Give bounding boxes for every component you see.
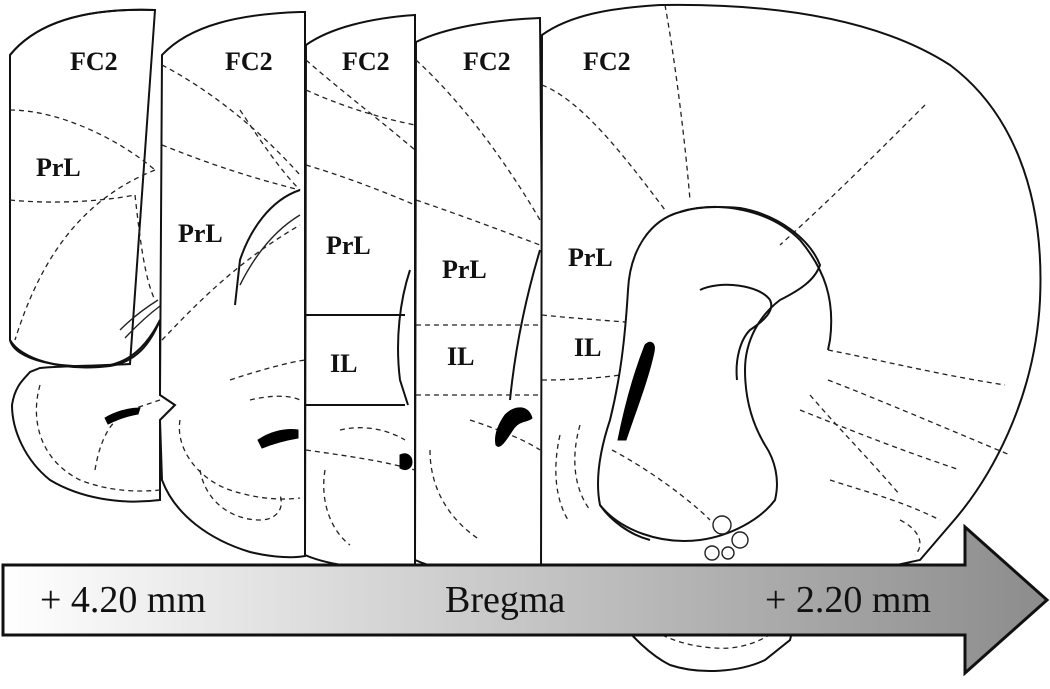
section-3-ventricle	[399, 453, 413, 471]
bregma-arrow: + 4.20 mm Bregma + 2.20 mm	[1, 523, 1050, 677]
section-4	[413, 16, 547, 580]
section-5-striatum-outline	[597, 206, 822, 542]
section-4-prl-label: PrL	[442, 255, 487, 284]
section-3-prl-label: PrL	[326, 231, 371, 260]
section-3-outline	[303, 13, 416, 570]
section-3-fc2-label: FC2	[342, 47, 390, 76]
section-2	[158, 11, 306, 559]
section-3-il-label: IL	[330, 349, 357, 378]
section-3	[303, 13, 416, 570]
section-5-ventricle	[617, 341, 655, 441]
bregma-start-label: + 4.20 mm	[40, 579, 206, 621]
bregma-center-label: Bregma	[445, 579, 565, 621]
section-1-outline	[9, 8, 177, 503]
section-5-il-label: IL	[574, 333, 601, 362]
section-5-fc2-label: FC2	[583, 47, 631, 76]
bregma-arrow-shape	[1, 523, 1050, 677]
section-4-ventricle	[495, 407, 533, 447]
section-4-il-label: IL	[447, 342, 474, 371]
section-4-outline	[413, 16, 547, 580]
section-4-fc2-label: FC2	[463, 47, 511, 76]
section-2-outline	[158, 11, 306, 559]
section-2-fc2-label: FC2	[225, 47, 273, 76]
section-2-prl-label: PrL	[178, 219, 223, 248]
section-1-fc2-label: FC2	[70, 47, 118, 76]
bregma-end-label: + 2.20 mm	[765, 579, 931, 621]
section-2-ventricle	[257, 429, 299, 449]
section-5-prl-label: PrL	[568, 243, 613, 272]
section-1-prl-label: PrL	[36, 153, 81, 182]
section-1-ventricle	[104, 407, 141, 425]
section-1-dorsal-outline	[9, 8, 161, 369]
section-1	[9, 8, 177, 503]
